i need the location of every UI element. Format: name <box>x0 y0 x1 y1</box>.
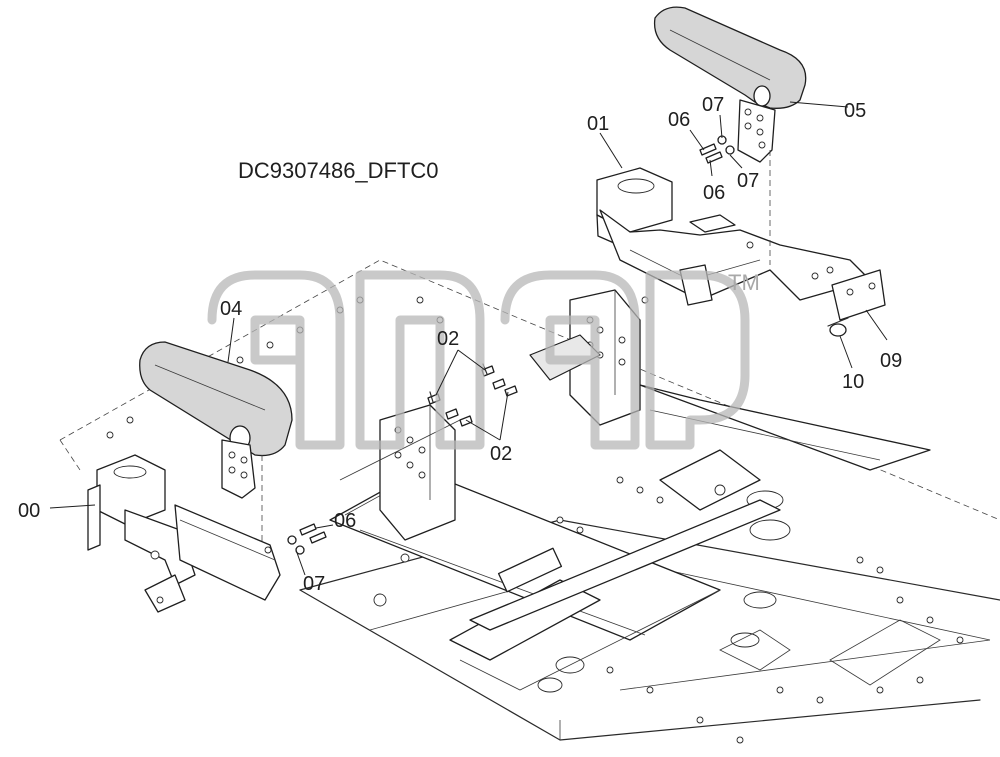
label-00: 00 <box>18 500 40 522</box>
watermark-tm: TM <box>728 270 760 295</box>
label-07-left: 07 <box>303 573 325 595</box>
label-06-right-bottom: 06 <box>703 182 725 204</box>
leader-lines <box>49 101 888 576</box>
label-07-right-bottom: 07 <box>737 170 759 192</box>
label-02-bottom: 02 <box>490 443 512 465</box>
label-07-right-top: 07 <box>702 94 724 116</box>
left-armrest-assembly <box>87 341 327 613</box>
label-04: 04 <box>220 298 242 320</box>
diagram-code: DC9307486_DFTC0 <box>238 158 439 183</box>
watermark-logo: TM <box>207 270 760 450</box>
floor-plate <box>59 259 1000 744</box>
label-09: 09 <box>880 350 902 372</box>
label-10: 10 <box>842 371 864 393</box>
label-05: 05 <box>844 100 866 122</box>
label-02-top: 02 <box>437 328 459 350</box>
label-01: 01 <box>587 113 609 135</box>
label-06-right-top: 06 <box>668 109 690 131</box>
label-06-left: 06 <box>334 510 356 532</box>
